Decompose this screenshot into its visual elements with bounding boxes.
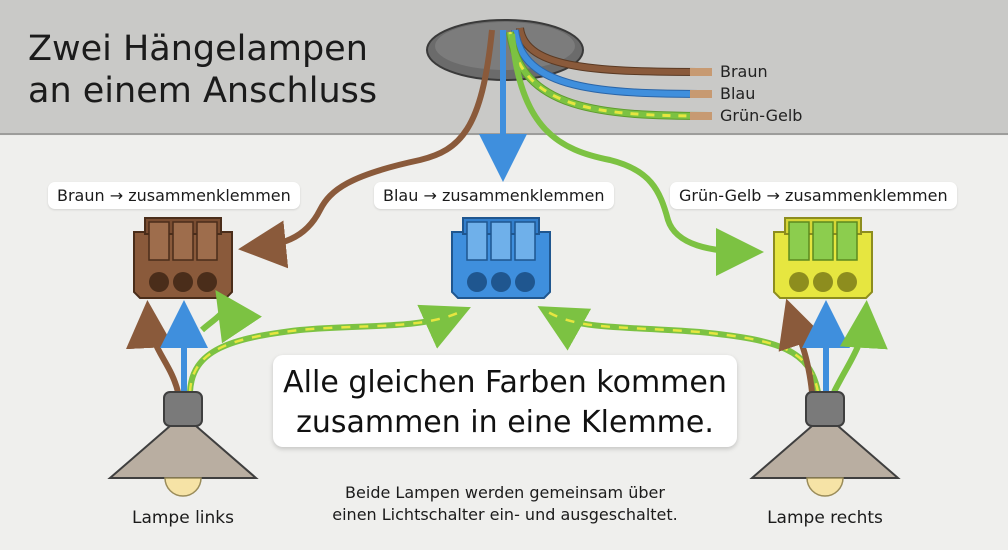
right-green-yellow-arrow <box>831 300 888 394</box>
connector-brown <box>133 217 233 299</box>
lamp-left-icon <box>107 391 259 497</box>
green-yellow-feed-arrow <box>509 33 764 276</box>
brown-feed-arrow <box>238 29 495 269</box>
lamp-label-right: Lampe rechts <box>767 508 883 528</box>
left-brown-arrow <box>125 300 181 393</box>
connector-label-green-yellow: Grün-Gelb → zusammenklemmen <box>670 182 957 209</box>
callout-box: Alle gleichen Farben kommen zusammen in … <box>273 355 737 447</box>
callout-text: Alle gleichen Farben kommen zusammen in … <box>283 365 727 440</box>
lamp-label-left: Lampe links <box>131 508 235 528</box>
left-green-yellow-arrow <box>199 290 262 344</box>
right-lamp-wires <box>537 298 888 394</box>
connector-blue <box>451 217 551 299</box>
lamp-right-icon <box>749 391 901 497</box>
wire-label-brown: Braun <box>720 62 768 81</box>
right-brown-arrow <box>778 298 825 393</box>
note-text: Beide Lampen werden gemeinsam über einen… <box>332 483 678 524</box>
page-title: Zwei Hängelampen an einem Anschluss <box>28 29 378 111</box>
wire-label-blue: Blau <box>720 84 756 103</box>
left-lamp-wires <box>125 290 471 393</box>
right-green-yellow-to-blue-arrow <box>537 306 821 393</box>
connector-label-brown: Braun → zusammenklemmen <box>48 182 300 209</box>
feed-wires <box>238 29 764 276</box>
wire-label-green-yellow: Grün-Gelb <box>720 106 803 125</box>
connector-green-yellow <box>773 217 873 299</box>
connector-label-blue: Blau → zusammenklemmen <box>374 182 614 209</box>
